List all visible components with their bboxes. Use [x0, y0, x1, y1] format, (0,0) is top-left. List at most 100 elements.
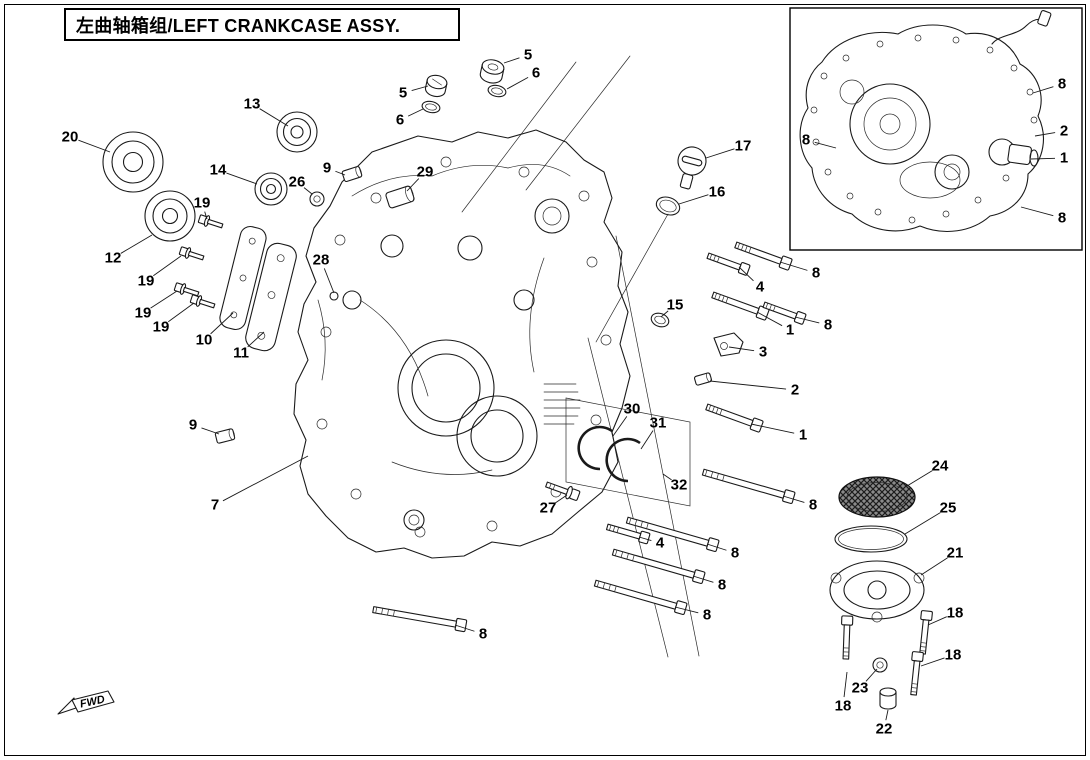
leader-line [555, 494, 568, 504]
part-29-sleeve [385, 185, 415, 209]
leader-line [782, 495, 805, 503]
part-19-bolt-a [197, 212, 225, 232]
leader-line [454, 624, 475, 632]
leader-line [692, 575, 714, 583]
leader-line [920, 557, 948, 576]
part-8-bolt-g [701, 465, 796, 505]
callout-4: 4 [756, 279, 765, 296]
leader-line [709, 380, 787, 390]
inset-bolt-holes [810, 34, 1038, 224]
leader-line [678, 194, 709, 205]
fwd-marker: FWD [57, 690, 115, 715]
page-border [4, 4, 1086, 756]
leader-line [120, 234, 153, 254]
callout-19: 19 [138, 273, 155, 290]
part-8-bolt-e [593, 576, 688, 616]
part-9-dowel-a [341, 165, 364, 183]
callout-18: 18 [947, 605, 964, 622]
part-15-washer [650, 312, 670, 328]
part-20-bearing [102, 131, 164, 193]
part-6-washer-a [421, 100, 441, 114]
leader-line [904, 512, 941, 535]
leader-line [706, 543, 727, 551]
callout-19: 19 [135, 305, 152, 322]
leader-line [222, 455, 309, 502]
inset-assembled-view [789, 7, 1083, 251]
part-10-gasket [219, 225, 267, 331]
leader-line [411, 85, 429, 92]
part-16-o-ring [655, 196, 681, 216]
callout-30: 30 [624, 401, 641, 418]
leader-line [226, 172, 258, 185]
callout-8: 8 [718, 577, 726, 594]
cooling-fins [543, 383, 581, 425]
leader-line [927, 616, 947, 626]
callout-1: 1 [1060, 150, 1068, 167]
part-9-dowel-b [214, 427, 237, 445]
part-18-bolt-b [907, 650, 925, 696]
callout-13: 13 [244, 96, 261, 113]
part-32-box [565, 397, 691, 507]
crankcase-body [293, 129, 631, 559]
callout-10: 10 [196, 332, 213, 349]
callout-26: 26 [289, 174, 306, 191]
part-2-dowel [693, 372, 713, 386]
callout-31: 31 [650, 415, 667, 432]
leader-line [259, 108, 289, 127]
callout-18: 18 [945, 647, 962, 664]
part-28-pin [329, 291, 339, 301]
leader-line [843, 671, 848, 698]
part-8-bolt-d [611, 545, 706, 585]
inset-border [789, 7, 1083, 251]
leader-line [204, 211, 208, 220]
leader-line [303, 187, 313, 195]
callout-17: 17 [735, 138, 752, 155]
part-19-bolt-d [189, 292, 217, 312]
leader-line [1032, 86, 1054, 94]
callout-8: 8 [703, 607, 711, 624]
leader-line [153, 255, 182, 277]
callout-14: 14 [210, 162, 227, 179]
part-3-bracket [713, 332, 744, 357]
part-19-bolt-b [178, 244, 206, 264]
leader-line [506, 76, 529, 90]
leader-line [779, 261, 808, 271]
part-22-plug [879, 687, 897, 710]
leader-line [407, 108, 424, 117]
part-5-plug-b [479, 59, 505, 84]
part-23-washer [872, 657, 888, 673]
leader-line [406, 178, 420, 192]
leader-line [660, 310, 669, 318]
leader-line [201, 427, 220, 435]
callout-16: 16 [709, 184, 726, 201]
callout-8: 8 [824, 317, 832, 334]
part-30-clip [577, 425, 613, 471]
callout-29: 29 [417, 164, 434, 181]
leader-line [705, 148, 735, 159]
part-1-bolt-b [704, 400, 764, 433]
leader-line [323, 268, 335, 294]
part-21-filter-cover [829, 560, 925, 623]
part-14-bearing [254, 172, 288, 206]
inset-water-pump [988, 138, 1039, 167]
callout-2: 2 [1060, 123, 1068, 140]
title-box: 左曲轴箱组/LEFT CRANKCASE ASSY. [64, 8, 460, 41]
callout-20: 20 [62, 129, 79, 146]
leader-line [640, 430, 654, 450]
inset-sensor-cable [991, 10, 1052, 45]
part-8-bolt-f [371, 603, 468, 633]
leader-line [728, 346, 755, 352]
callout-1: 1 [799, 427, 807, 444]
bolt-holes [316, 156, 612, 538]
callout-19: 19 [153, 319, 170, 336]
leader-line [612, 416, 628, 437]
callout-8: 8 [1058, 210, 1066, 227]
callout-8: 8 [802, 132, 810, 149]
part-12-bearing [144, 190, 196, 242]
callout-9: 9 [323, 160, 331, 177]
callout-8: 8 [809, 497, 817, 514]
